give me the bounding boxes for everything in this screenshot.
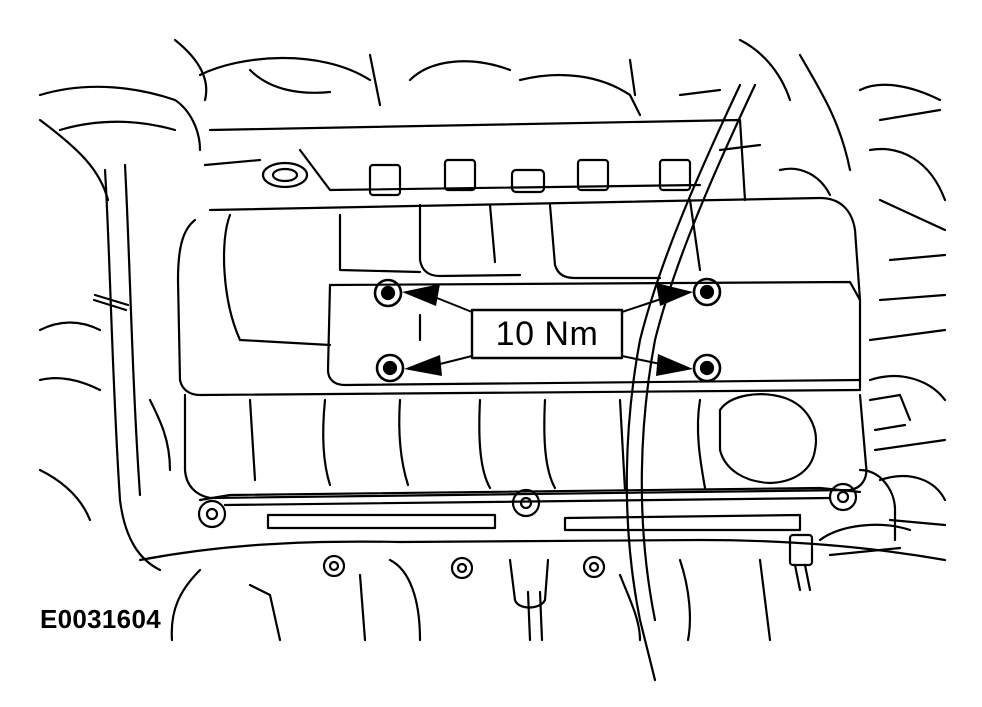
flange-bolt	[511, 488, 541, 518]
right-fittings	[788, 393, 912, 592]
fuel-rail	[203, 118, 832, 202]
flange-bolt	[197, 499, 227, 529]
figure-id-label: E0031604	[40, 604, 161, 634]
cover-bolt-bottom-left	[375, 353, 405, 383]
cover-bolt-top-left	[373, 278, 403, 308]
flange-bolt	[828, 482, 858, 512]
engine-bay-background	[38, 38, 947, 527]
cover-bolt-bottom-right	[692, 353, 722, 383]
cover-bolt-top-right	[692, 277, 722, 307]
torque-bolts	[373, 277, 722, 383]
torque-spec-label: 10 Nm	[495, 315, 599, 353]
cylinder-head	[138, 538, 947, 642]
arrow-bottom-left	[404, 355, 442, 376]
arrow-top-left	[402, 284, 440, 306]
wiring-harness	[625, 83, 757, 682]
left-hose	[38, 118, 172, 572]
cover-flange	[197, 482, 862, 532]
cam-cover	[176, 196, 868, 500]
arrow-bottom-right	[656, 354, 693, 376]
torque-callout-box	[470, 308, 624, 360]
torque-callout	[402, 283, 693, 376]
arrow-top-right	[656, 283, 693, 306]
